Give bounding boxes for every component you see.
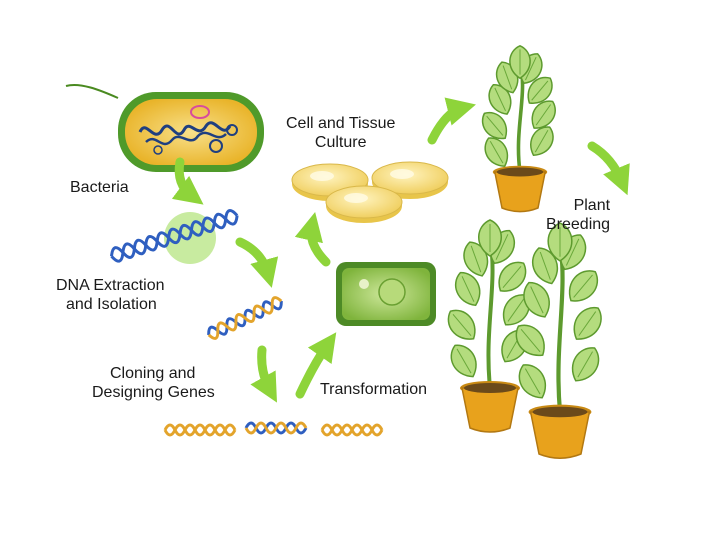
bacteria-illustration bbox=[65, 84, 264, 172]
arrow-transformation-to-culture bbox=[294, 211, 331, 267]
leaf bbox=[531, 100, 556, 129]
leaf bbox=[509, 44, 531, 80]
label-plant-breeding: Plant Breeding bbox=[546, 197, 611, 233]
leaf bbox=[568, 270, 599, 302]
flow-arrows bbox=[171, 97, 630, 403]
leaf bbox=[531, 247, 558, 285]
arrow-dna-to-cloning bbox=[235, 237, 279, 288]
potted-plant-left bbox=[447, 219, 530, 433]
leaf bbox=[518, 364, 547, 399]
leaf bbox=[547, 222, 573, 262]
leaf bbox=[481, 111, 508, 140]
petri-dish bbox=[325, 185, 403, 223]
leaf bbox=[571, 347, 600, 382]
leaf bbox=[498, 261, 527, 292]
leaf bbox=[527, 76, 553, 104]
leaf bbox=[523, 281, 550, 318]
designed-genes-illustration bbox=[163, 421, 384, 437]
arrow-culture-to-plant bbox=[427, 97, 476, 145]
leaf bbox=[447, 309, 476, 340]
leaf bbox=[450, 344, 477, 378]
label-bacteria: Bacteria bbox=[70, 179, 129, 196]
leaf bbox=[573, 307, 602, 340]
arrow-genes-to-transformation bbox=[295, 332, 337, 399]
cloning-dna-illustration bbox=[207, 296, 283, 340]
leaf bbox=[530, 126, 554, 156]
leaf bbox=[515, 324, 545, 356]
leaf bbox=[484, 137, 509, 167]
label-dna-extraction: DNA Extraction and Isolation bbox=[56, 277, 165, 313]
label-transformation: Transformation bbox=[320, 381, 427, 398]
plant-cell-illustration bbox=[336, 262, 436, 326]
leaf bbox=[455, 271, 481, 307]
label-cloning: Cloning and Designing Genes bbox=[92, 365, 215, 401]
potted-plant-small bbox=[481, 44, 556, 213]
extracted-dna-illustration bbox=[110, 209, 239, 264]
arrow-bacteria-to-dna bbox=[171, 157, 204, 205]
leaf bbox=[478, 219, 502, 257]
arrow-cloning-to-genes bbox=[250, 345, 277, 403]
arrow-plant-to-breeding bbox=[587, 141, 630, 196]
potted-plant-right bbox=[515, 222, 602, 459]
petri-dishes-illustration bbox=[291, 161, 449, 223]
label-cell-culture: Cell and Tissue Culture bbox=[286, 115, 396, 151]
